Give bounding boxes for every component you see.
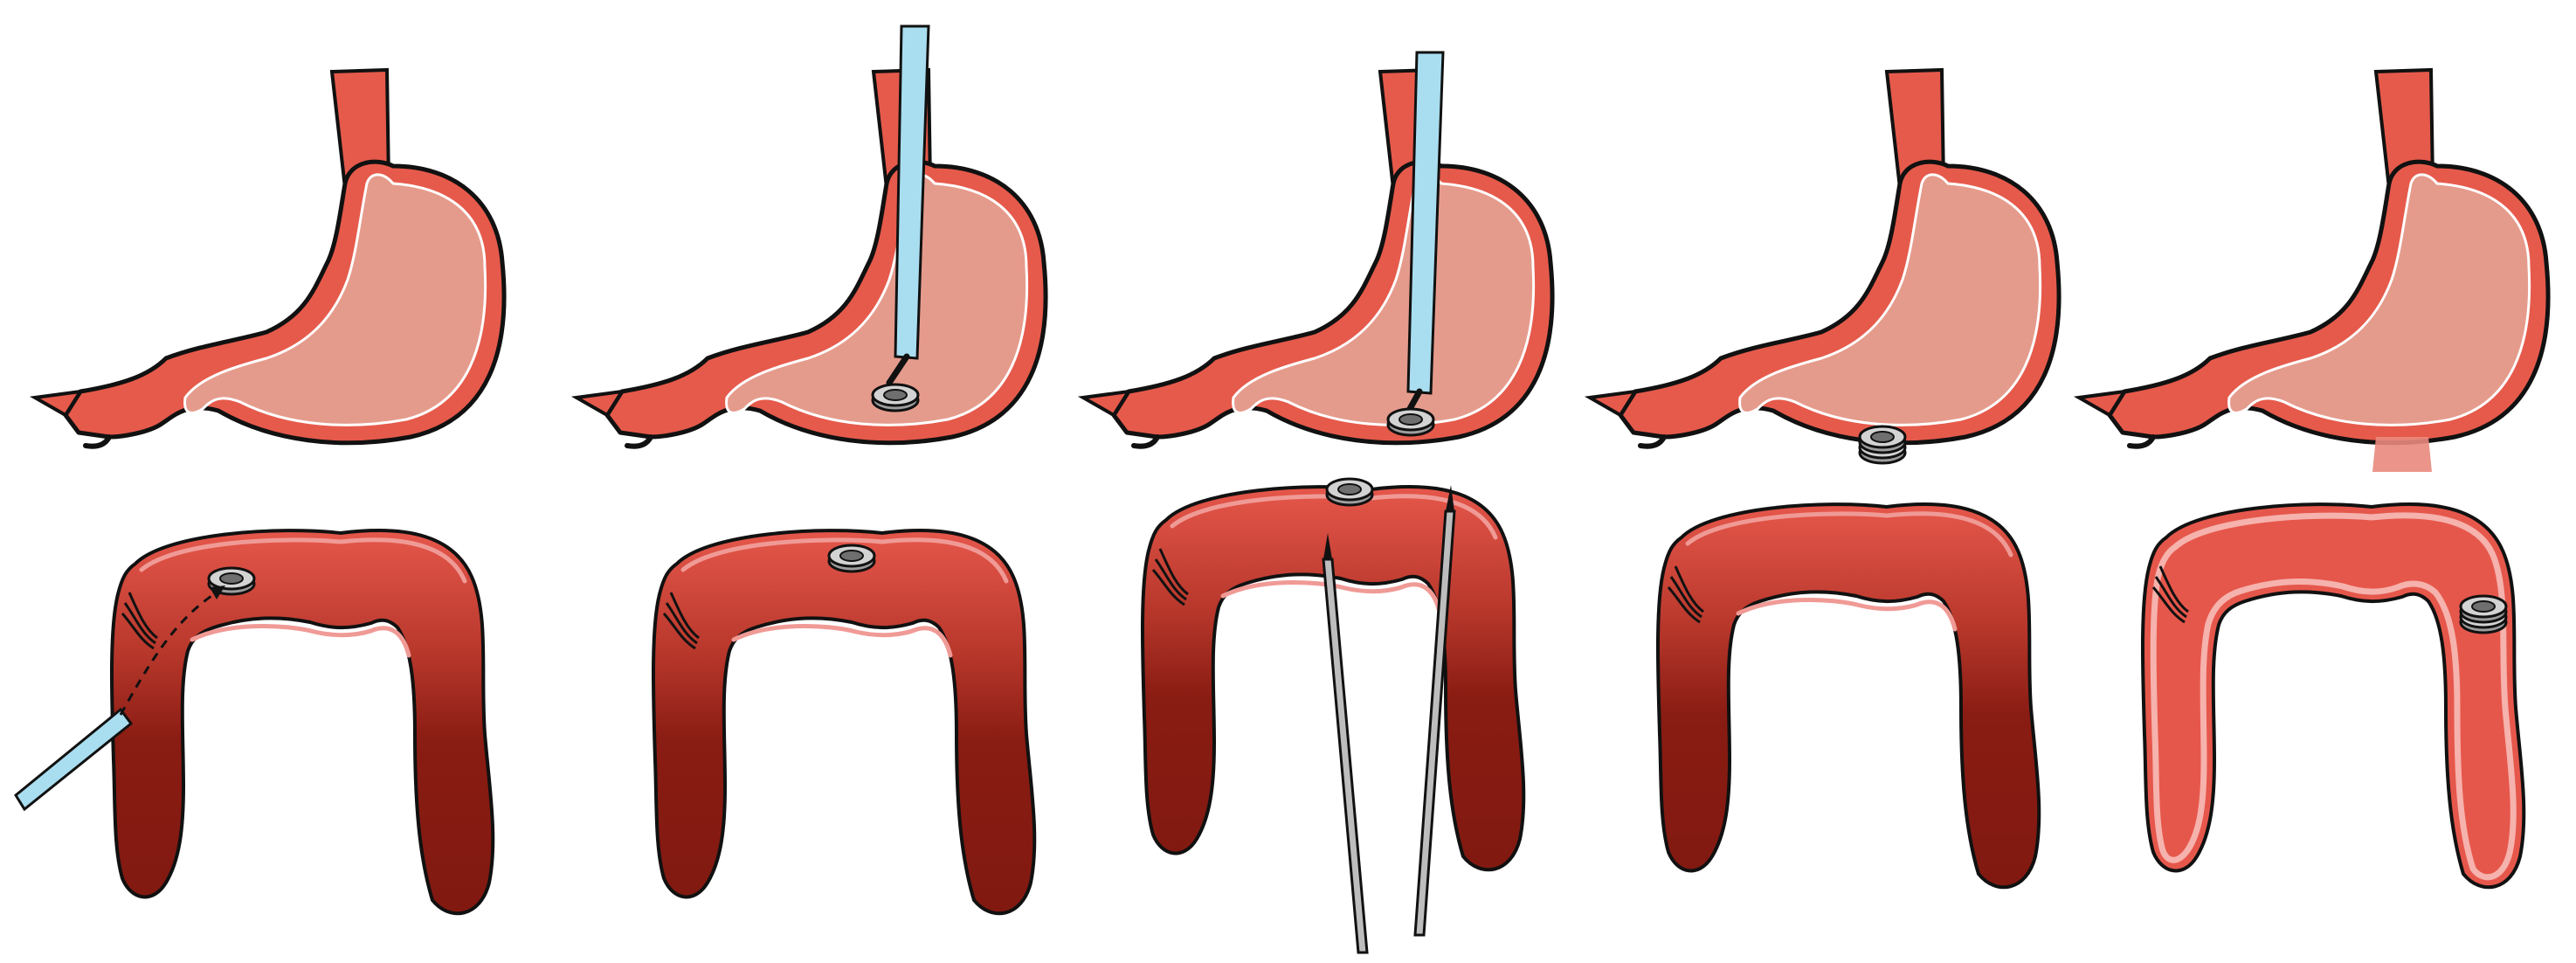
colon-magnet-3 [1325,477,1374,507]
endoscope-2 [894,24,930,360]
colon-5 [2140,502,2526,890]
stomach-1 [35,70,504,447]
stomach-4 [1590,70,2059,447]
stomach-magnet-3 [1386,407,1435,437]
colon-4 [1658,504,2039,887]
colon-1 [112,530,493,913]
anastomosis [2372,437,2432,472]
passed-magnets [2459,594,2508,634]
colon-2 [653,530,1034,913]
panel-3 [1083,51,1552,954]
stomach-magnet-2 [871,383,920,412]
endoscope-3 [1406,51,1445,395]
colon-magnet-2 [827,544,876,573]
panel-4 [1590,70,2059,887]
panel-2 [577,24,1046,913]
stomach-5 [2079,70,2548,447]
stomach-2 [577,70,1046,447]
stomach-3 [1083,70,1552,447]
needle-left [1322,558,1369,954]
endoscope-1 [14,707,134,812]
coupled-magnets [1858,425,1907,465]
panel-1 [14,70,504,913]
panel-5 [2079,70,2548,890]
